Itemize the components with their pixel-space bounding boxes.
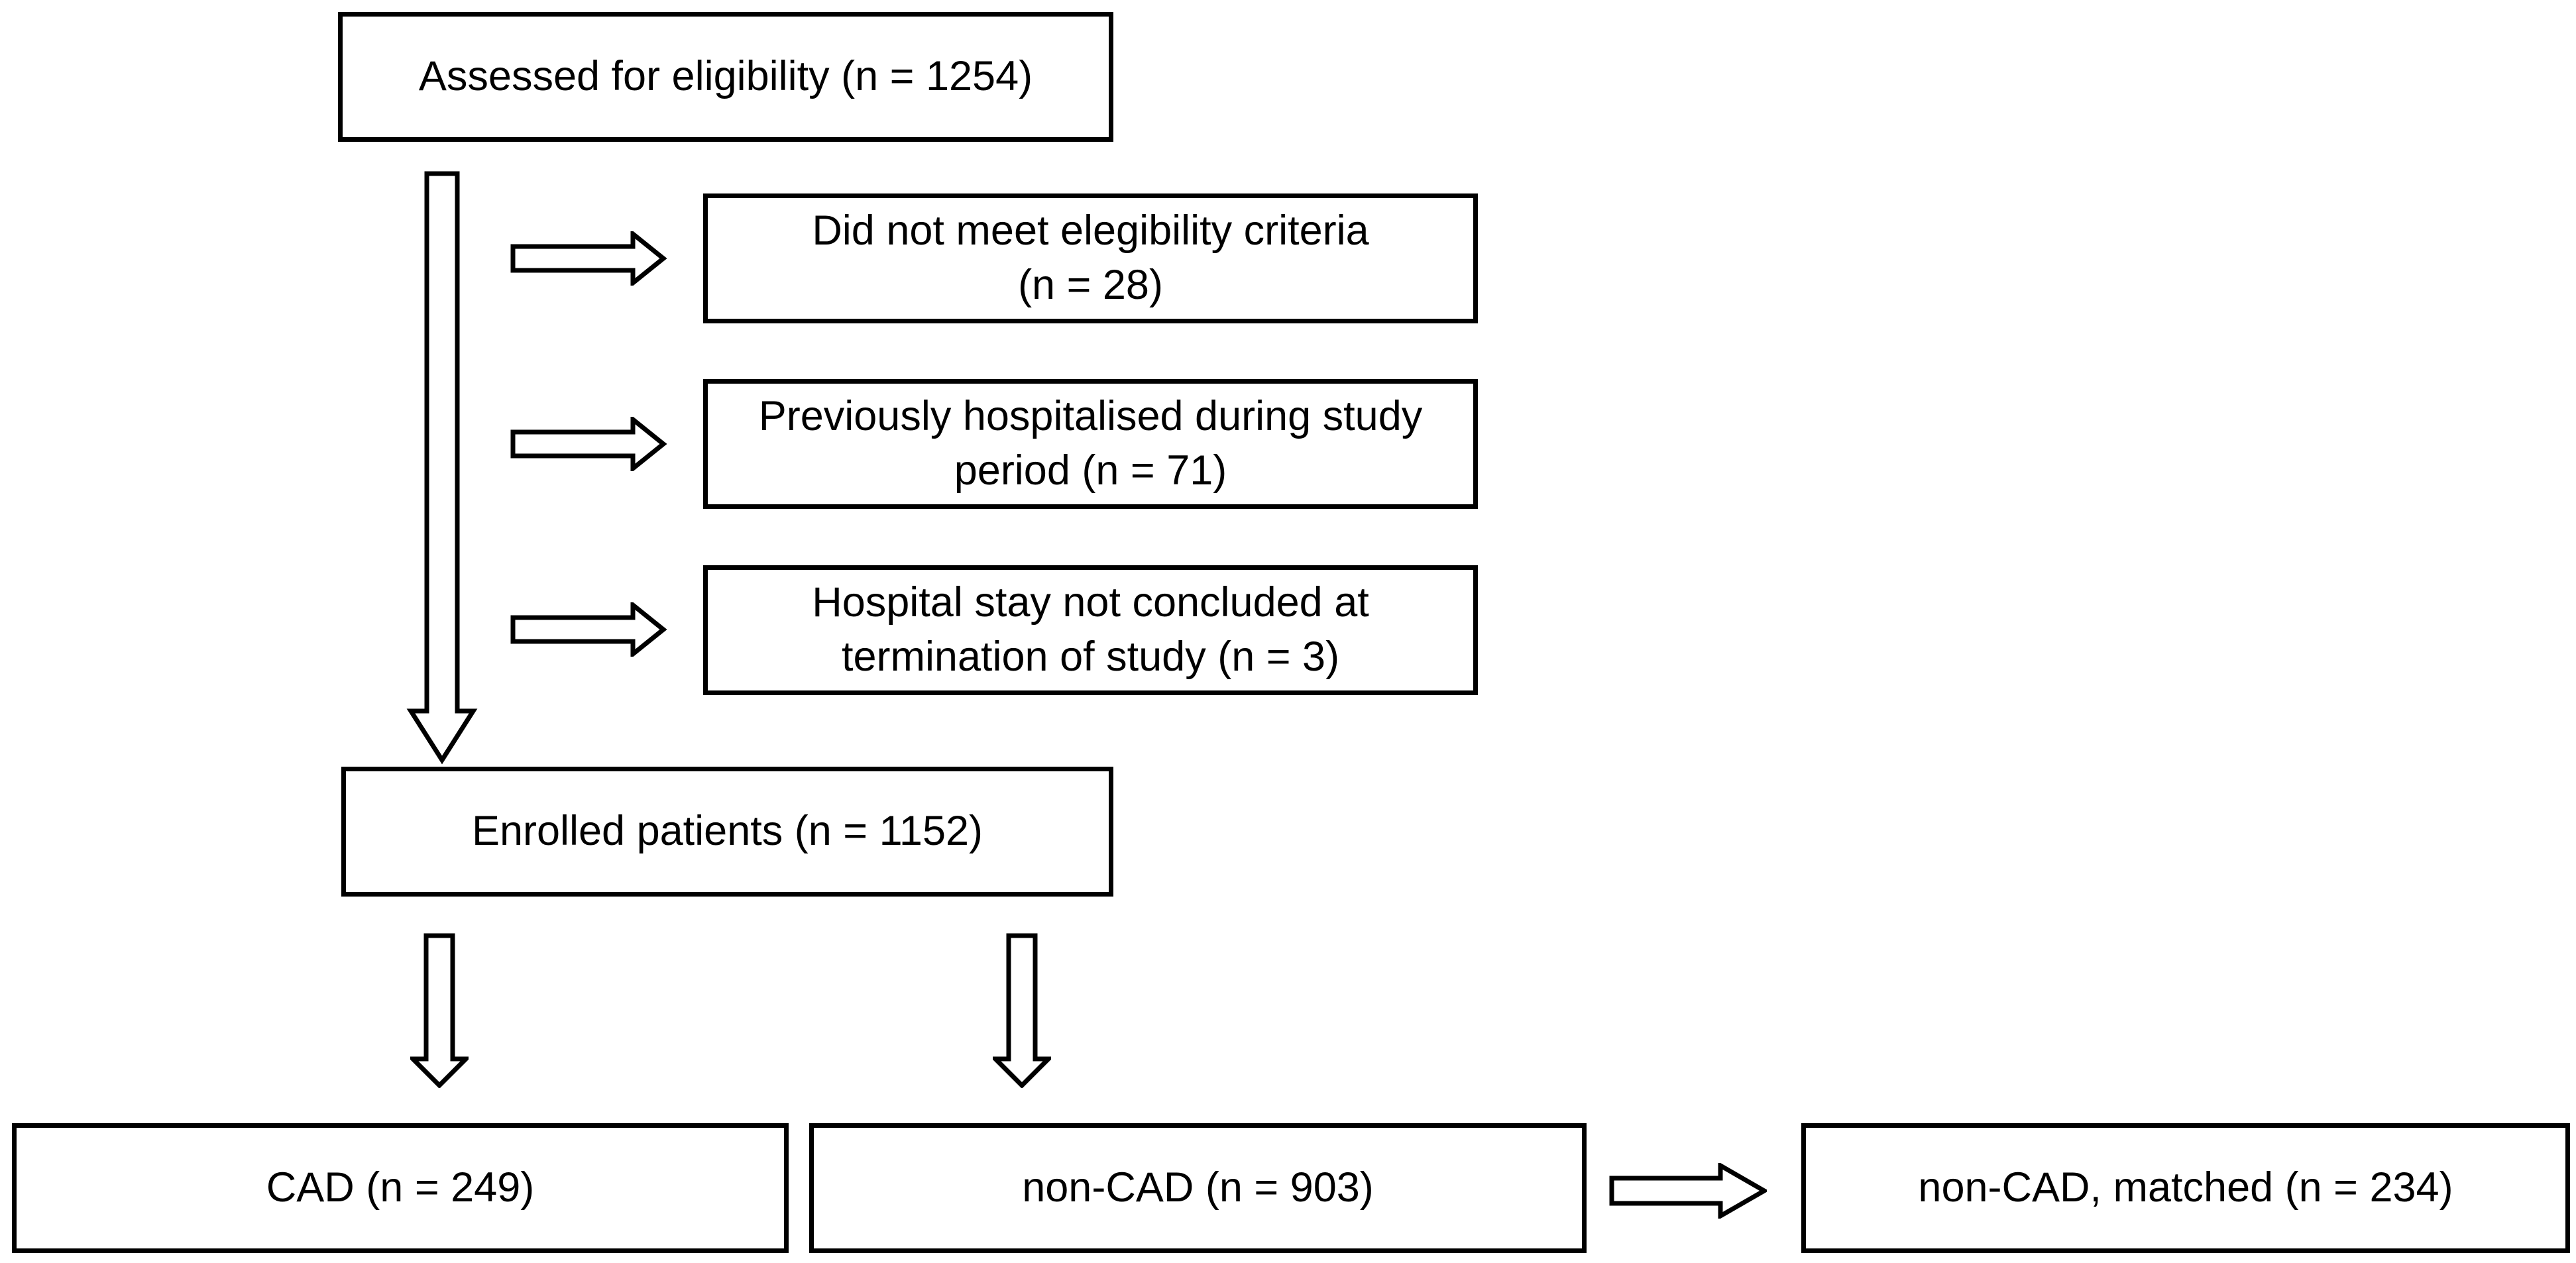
arrow-right-to-stay-not-concluded-icon — [510, 602, 667, 657]
node-assessed-for-eligibility: Assessed for eligibility (n = 1254) — [338, 12, 1113, 142]
node-enrolled-label: Enrolled patients (n = 1152) — [471, 808, 983, 855]
node-noncad-matched-label: non-CAD, matched (n = 234) — [1918, 1164, 2453, 1211]
arrow-right-to-not-eligible-icon — [510, 231, 667, 286]
node-excluded-not-eligible: Did not meet elegibility criteria (n = 2… — [703, 193, 1478, 323]
node-excluded-previously-hospitalised-line1: Previously hospitalised during study — [758, 393, 1423, 440]
node-enrolled-patients: Enrolled patients (n = 1152) — [341, 767, 1113, 897]
node-noncad-label: non-CAD (n = 903) — [1022, 1164, 1374, 1211]
arrow-down-enrolled-to-noncad-icon — [993, 933, 1051, 1088]
node-cad-group: CAD (n = 249) — [12, 1123, 789, 1253]
arrow-down-assessed-to-enrolled-icon — [406, 171, 478, 765]
node-excluded-stay-not-concluded: Hospital stay not concluded at terminati… — [703, 565, 1478, 695]
node-excluded-not-eligible-line1: Did not meet elegibility criteria — [812, 207, 1369, 254]
node-excluded-not-eligible-line2: (n = 28) — [1018, 262, 1163, 308]
node-excluded-previously-hospitalised-line2: period (n = 71) — [954, 447, 1227, 494]
arrow-right-to-previously-hospitalised-icon — [510, 417, 667, 471]
node-excluded-stay-not-concluded-line2: termination of study (n = 3) — [841, 633, 1340, 680]
arrow-down-enrolled-to-cad-icon — [410, 933, 469, 1088]
node-excluded-stay-not-concluded-line1: Hospital stay not concluded at — [812, 579, 1369, 626]
node-cad-label: CAD (n = 249) — [266, 1164, 535, 1211]
node-noncad-group: non-CAD (n = 903) — [809, 1123, 1587, 1253]
node-excluded-previously-hospitalised: Previously hospitalised during study per… — [703, 379, 1478, 509]
node-noncad-matched-group: non-CAD, matched (n = 234) — [1801, 1123, 2570, 1253]
node-assessed-label: Assessed for eligibility (n = 1254) — [418, 53, 1033, 100]
arrow-right-noncad-to-matched-icon — [1609, 1163, 1767, 1219]
